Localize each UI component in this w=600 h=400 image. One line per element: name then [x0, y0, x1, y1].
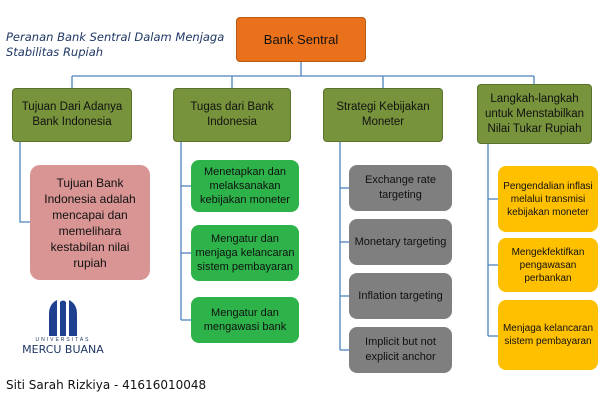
author-credit: Siti Sarah Rizkiya - 41616010048	[6, 378, 207, 392]
langkah-item-1: Pengendalian inflasi melalui transmisi k…	[498, 166, 598, 232]
tujuan-item: Tujuan Bank Indonesia adalah mencapai da…	[30, 165, 150, 280]
heading-langkah: Langkah-langkah untuk Menstabilkan Nilai…	[477, 84, 592, 144]
logo-text: MERCU BUANA	[22, 343, 104, 356]
heading-tugas: Tugas dari Bank Indonesia	[173, 88, 291, 142]
heading-strategi: Strategi Kebijakan Moneter	[323, 88, 443, 142]
tugas-item-1: Menetapkan dan melaksanakan kebijakan mo…	[191, 160, 299, 212]
logo-subtext: UNIVERSITAS	[35, 337, 91, 343]
tugas-item-3: Mengatur dan mengawasi bank	[191, 297, 299, 343]
university-emblem-icon	[49, 300, 77, 336]
diagram-title: Peranan Bank Sentral Dalam Menjaga Stabi…	[6, 30, 225, 59]
langkah-item-2: Mengekfektifkan pengawasan perbankan	[498, 238, 598, 292]
strategi-item-3: Inflation targeting	[349, 273, 452, 319]
root-node: Bank Sentral	[236, 17, 366, 62]
tugas-item-2: Mengatur dan menjaga kelancaran sistem p…	[191, 225, 299, 281]
heading-tujuan: Tujuan Dari Adanya Bank Indonesia	[12, 88, 132, 142]
connector-col1-item	[19, 142, 30, 223]
strategi-item-4: Implicit but not explicit anchor	[349, 327, 452, 373]
strategi-item-2: Monetary targeting	[349, 219, 452, 265]
strategi-item-1: Exchange rate targeting	[349, 165, 452, 211]
langkah-item-3: Menjaga kelancaran sistem pembayaran	[498, 300, 598, 370]
mercu-buana-logo: UNIVERSITAS MERCU BUANA	[8, 298, 118, 360]
